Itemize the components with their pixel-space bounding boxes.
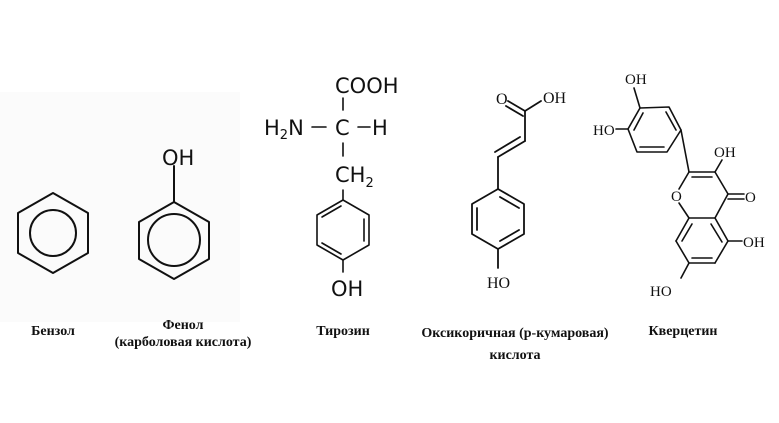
double-bond-inner <box>321 242 342 255</box>
quercetin-4prime-oh-label: OH <box>625 72 647 88</box>
quercetin-caption: Кверцетин <box>643 323 723 340</box>
double-bond-inner <box>681 223 693 242</box>
quercetin-ring-o-label: O <box>671 189 682 205</box>
quercetin-3-oh-label: OH <box>714 145 736 161</box>
coumaric-oh-label: OH <box>543 90 567 107</box>
phenol-caption: Фенол (карболовая кислота) <box>98 317 268 351</box>
benzene-ring <box>17 192 89 274</box>
bond-oh <box>714 159 723 173</box>
quercetin-carbonyl-o-label: O <box>745 190 756 206</box>
phenol-ring <box>138 201 210 280</box>
coumaric-acid-structure <box>471 100 542 269</box>
compound-name: Кверцетин <box>648 324 718 339</box>
bond <box>714 193 729 219</box>
double-bond-inner <box>633 112 644 131</box>
tyrosine-ch2-label: CH2 <box>335 163 374 191</box>
double-bond-inner <box>665 111 677 131</box>
double-bond-inner <box>710 223 723 243</box>
carbonyl-bond <box>507 100 526 112</box>
alkene-bond <box>497 140 526 158</box>
benzene-caption: Бензол <box>18 323 88 340</box>
phenol-oh-label: OH <box>162 146 194 170</box>
compound-name: Фенол <box>162 318 204 333</box>
bond <box>675 240 690 264</box>
double-bond-inner <box>499 229 520 242</box>
quercetin-3prime-ho-label: HO <box>593 123 615 139</box>
phenol-structure <box>138 165 210 280</box>
compound-subtitle: кислота <box>489 348 541 363</box>
quercetin-structure <box>615 87 745 279</box>
compound-subtitle: (карболовая кислота) <box>114 335 252 350</box>
compound-name: Оксикоричная (р-кумаровая) <box>421 326 609 341</box>
quercetin-5-oh-label: OH <box>743 235 765 251</box>
bond-c-oh <box>524 100 542 112</box>
bond-b-c <box>680 129 690 173</box>
compound-name: Тирозин <box>316 324 370 339</box>
tyrosine-caption: Тирозин <box>308 323 378 340</box>
alkene-bond-2 <box>494 136 521 153</box>
bond <box>678 202 690 219</box>
tyrosine-oh-label: OH <box>331 277 363 301</box>
carbonyl-bond-2 <box>505 105 524 117</box>
tyrosine-h-label: H <box>372 116 388 140</box>
bond-oh <box>633 87 641 109</box>
tyrosine-cooh-label: COOH <box>335 74 399 98</box>
benzene-structure <box>17 192 89 274</box>
tyrosine-ring <box>316 199 370 261</box>
double-bond-inner <box>321 205 342 218</box>
aromatic-circle <box>147 213 201 267</box>
bond <box>714 217 729 242</box>
b-ring <box>627 106 682 153</box>
aromatic-circle <box>29 209 77 257</box>
tyrosine-structure <box>311 97 371 273</box>
coumaric-acid-caption: Оксикоричная (р-кумаровая) кислота <box>395 323 635 367</box>
bond <box>678 171 690 190</box>
bond-oh <box>680 262 690 279</box>
tyrosine-h2n-label: H2N <box>264 116 304 143</box>
double-bond-inner <box>499 196 520 209</box>
tyrosine-alpha-c-label: C <box>335 116 350 140</box>
bond <box>714 171 729 195</box>
coumaric-carbonyl-o-label: O <box>496 91 508 108</box>
coumaric-ho-label: HO <box>487 275 510 292</box>
quercetin-7-ho-label: HO <box>650 284 672 300</box>
background-panel <box>0 92 240 322</box>
compound-name: Бензол <box>31 324 75 339</box>
bond <box>714 240 729 264</box>
coumaric-ring <box>471 188 525 250</box>
bond <box>675 217 690 242</box>
